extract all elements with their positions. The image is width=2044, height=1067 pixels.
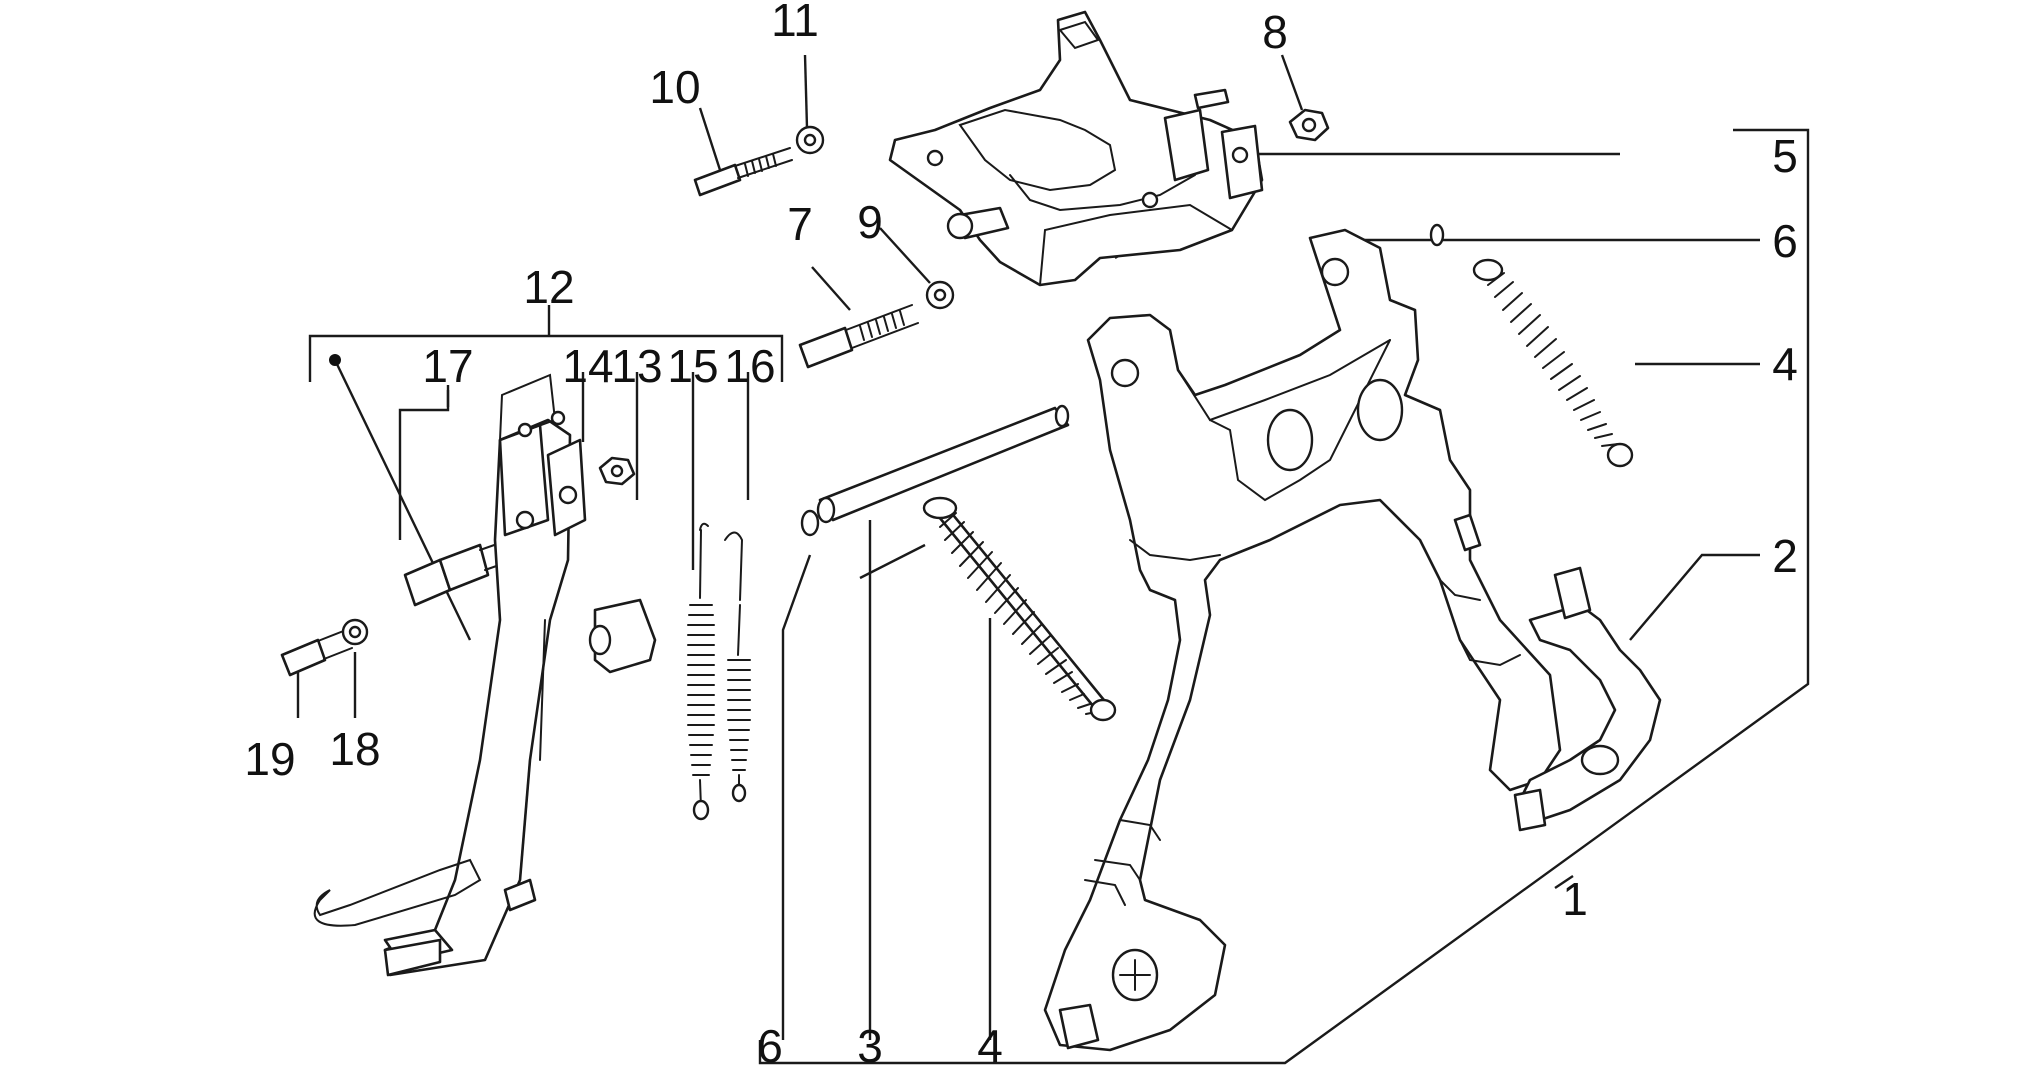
mounting-bracket-part-5: [888, 10, 1264, 287]
springs: [687, 258, 1634, 821]
callout-13: 13: [611, 340, 662, 392]
leader-lines: [296, 54, 1760, 1040]
callout-1: 1: [1562, 873, 1588, 925]
group-bracket-lines: [308, 128, 1810, 1065]
callout-15: 15: [667, 340, 718, 392]
foot-pedal-part-2: [1513, 566, 1662, 832]
callout-12: 12: [523, 261, 574, 313]
side-stand-part-12: [313, 373, 587, 977]
callout-8: 8: [1262, 6, 1288, 58]
callout-9: 9: [857, 196, 883, 248]
callout-11: 11: [771, 0, 819, 46]
callout-19: 19: [244, 733, 295, 785]
callout-4-right: 4: [1772, 338, 1798, 390]
callout-7: 7: [787, 198, 813, 250]
pivot-tube-part-3: [816, 404, 1070, 524]
circlip-part-6: [800, 223, 1445, 537]
callout-17: 17: [422, 340, 473, 392]
callout-10: 10: [649, 61, 700, 113]
callout-14: 14: [562, 340, 613, 392]
callout-6-bottom: 6: [757, 1020, 783, 1067]
group-bullet-dot: [329, 354, 341, 366]
callout-2: 2: [1772, 530, 1798, 582]
callout-5: 5: [1772, 130, 1798, 182]
fasteners: [280, 108, 1330, 677]
callout-labels: 1 2 3 4 4 5 6 6 7 8 9 10 11 12 13 14 15 …: [244, 0, 1797, 1067]
center-stand-frame-part-1: [1043, 228, 1562, 1052]
callout-3: 3: [857, 1020, 883, 1067]
callout-4-bottom: 4: [977, 1020, 1003, 1067]
callout-6-right: 6: [1772, 215, 1798, 267]
callout-18: 18: [329, 723, 380, 775]
callout-16: 16: [724, 340, 775, 392]
